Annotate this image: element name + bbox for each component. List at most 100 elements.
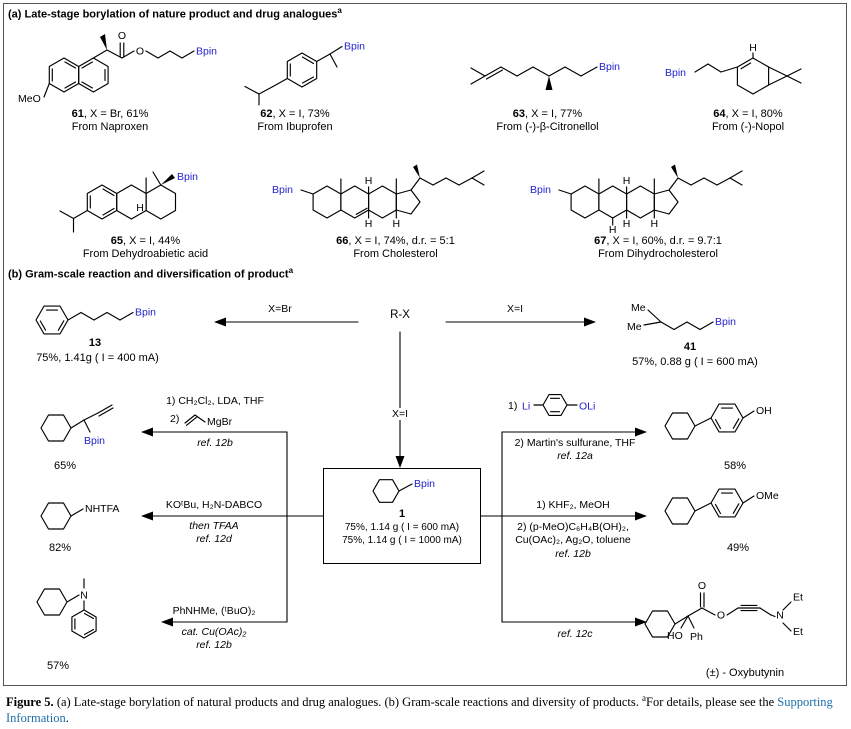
compound-13-label: 13 <box>88 337 102 349</box>
structure-66-cholesterol: Bpin H H H <box>272 164 485 230</box>
ester-o-label: O <box>136 46 144 58</box>
structure-65-dehydroabietic: H Bpin <box>59 171 198 233</box>
compound-62-source: From Ibuprofen <box>257 121 333 133</box>
structure-1: Bpin <box>372 478 435 503</box>
compound-1-box: Bpin 1 75%, 1.14 g ( I = 600 mA) 75%, 1.… <box>323 468 481 564</box>
ome-label: OMe <box>756 490 779 502</box>
nhtfa-label: NHTFA <box>85 503 119 515</box>
structure-62-ibuprofen: Bpin <box>244 41 365 106</box>
structure-aniline-product: N <box>36 578 97 639</box>
condition-right2-ref: ref. 12b <box>555 548 591 560</box>
compound-65-source: From Dehydroabietic acid <box>82 248 209 260</box>
compound-62-label: 62, X = I, 73% <box>260 108 330 120</box>
structure-anisole-product: OMe <box>664 488 779 525</box>
carbonyl-o-label: O <box>118 30 126 42</box>
me-label: Me <box>631 302 646 314</box>
oli-label: OLi <box>579 401 595 413</box>
structure-nhtfa-product: NHTFA <box>40 502 119 530</box>
bpin-label: Bpin <box>177 171 198 183</box>
caption-footnote-marker: a <box>642 693 647 703</box>
caption-text-2: For details, please see the <box>646 695 778 710</box>
rx-center-label: R-X <box>390 309 410 321</box>
compound-65-label: 65, X = I, 44% <box>110 235 181 247</box>
caption-text-1: (a) Late-stage borylation of natural pro… <box>53 695 643 710</box>
compound-63-label: 63, X = I, 77% <box>512 108 583 120</box>
structure-phenol-product: OH <box>664 403 772 440</box>
carbonyl-o-label: O <box>698 580 706 592</box>
caption-figure-label: Figure 5. <box>6 695 54 710</box>
structure-13: Bpin <box>35 305 156 335</box>
h-label: H <box>609 224 617 236</box>
bpin-label: Bpin <box>272 184 293 196</box>
mgbr-label: MgBr <box>207 416 233 428</box>
x-i-down-label: X=I <box>380 408 420 420</box>
x-br-label: X=Br <box>268 303 292 315</box>
h-label: H <box>623 218 631 230</box>
compound-63-source: From (-)-β-Citronellol <box>496 121 599 133</box>
meo-label: MeO <box>18 93 41 105</box>
h-label: H <box>365 218 373 230</box>
condition-right1-step1: 1) <box>508 399 518 412</box>
condition-right1-ref: ref. 12a <box>557 450 593 462</box>
yield-65: 65% <box>53 460 77 472</box>
n-label: N <box>80 590 88 602</box>
x-i-right-label: X=I <box>506 303 524 315</box>
compound-66-source: From Cholesterol <box>353 248 438 260</box>
compound-67-source: From Dihydrocholesterol <box>598 248 718 260</box>
panel-a-header: (a) Late-stage borylation of nature prod… <box>8 6 342 21</box>
h-label: H <box>393 218 401 230</box>
bpin-label: Bpin <box>530 184 551 196</box>
structure-64-nopol: Bpin H <box>665 42 802 95</box>
condition-right3-ref: ref. 12c <box>557 628 593 640</box>
bpin-label: Bpin <box>344 41 365 53</box>
li-label: Li <box>522 401 530 413</box>
yield-58: 58% <box>723 460 747 472</box>
h-label: H <box>365 175 373 187</box>
bpin-label: Bpin <box>414 478 435 490</box>
structure-oxybutynin: HO Ph O O N Et Et <box>644 580 803 643</box>
oxybutynin-label: (±) - Oxybutynin <box>705 667 785 679</box>
vinyl-mgbr-structure: MgBr <box>184 414 233 428</box>
h-label: H <box>749 42 757 54</box>
h-label: H <box>651 218 659 230</box>
figure-border <box>3 3 847 686</box>
compound-1-number: 1 <box>398 508 406 520</box>
supporting-information-link[interactable]: Supporting Information <box>6 695 833 726</box>
ho-label: HO <box>667 630 683 642</box>
compound-61-source: From Naproxen <box>71 121 149 133</box>
lithium-phenolate-structure: Li OLi <box>522 394 596 416</box>
condition-left1-line1: 1) CH₂Cl₂, LDA, THF <box>166 395 264 407</box>
structure-63-citronellol: Bpin <box>470 61 620 90</box>
compound-66-label: 66, X = I, 74%, d.r. = 5:1 <box>336 235 455 247</box>
ester-o-label: O <box>717 610 725 622</box>
h-label: H <box>623 175 631 187</box>
bpin-label: Bpin <box>84 435 105 447</box>
bpin-label: Bpin <box>599 61 620 73</box>
condition-left2-line1: KOᵗBu, H₂N-DABCO <box>165 499 263 511</box>
condition-left3-line1: PhNHMe, (ᵗBuO)₂ <box>172 605 256 617</box>
et-label: Et <box>793 626 803 638</box>
condition-left2-line2: then TFAA <box>189 520 239 532</box>
ph-label: Ph <box>690 631 703 643</box>
bpin-label: Bpin <box>715 316 736 328</box>
condition-right2-line1: 1) KHF₂, MeOH <box>536 499 610 511</box>
condition-left1-step2: 2) <box>170 413 180 425</box>
yield-49: 49% <box>726 542 750 554</box>
et-label: Et <box>793 592 803 604</box>
compound-67-label: 67, X = I, 60%, d.r. = 9.7:1 <box>594 235 722 247</box>
figure-caption: Figure 5. (a) Late-stage borylation of n… <box>6 693 847 727</box>
condition-left3-line2: cat. Cu(OAc)₂ <box>181 626 247 638</box>
yield-57: 57% <box>46 660 70 672</box>
condition-left2-ref: ref. 12d <box>196 533 232 545</box>
compound-61-label: 61, X = Br, 61% <box>71 108 149 120</box>
structure-61-naproxen: MeO O O Bpin <box>18 30 217 105</box>
panel-b-header: (b) Gram-scale reaction and diversificat… <box>8 266 294 281</box>
condition-left1-ref: ref. 12b <box>197 437 233 449</box>
n-label: N <box>776 610 784 622</box>
compound-64-label: 64, X = I, 80% <box>713 108 783 120</box>
yield-82: 82% <box>48 542 72 554</box>
compound-1-yield-2: 75%, 1.14 g ( I = 1000 mA) <box>342 535 462 547</box>
oh-label: OH <box>756 405 772 417</box>
compound-41-label: 41 <box>683 341 697 353</box>
